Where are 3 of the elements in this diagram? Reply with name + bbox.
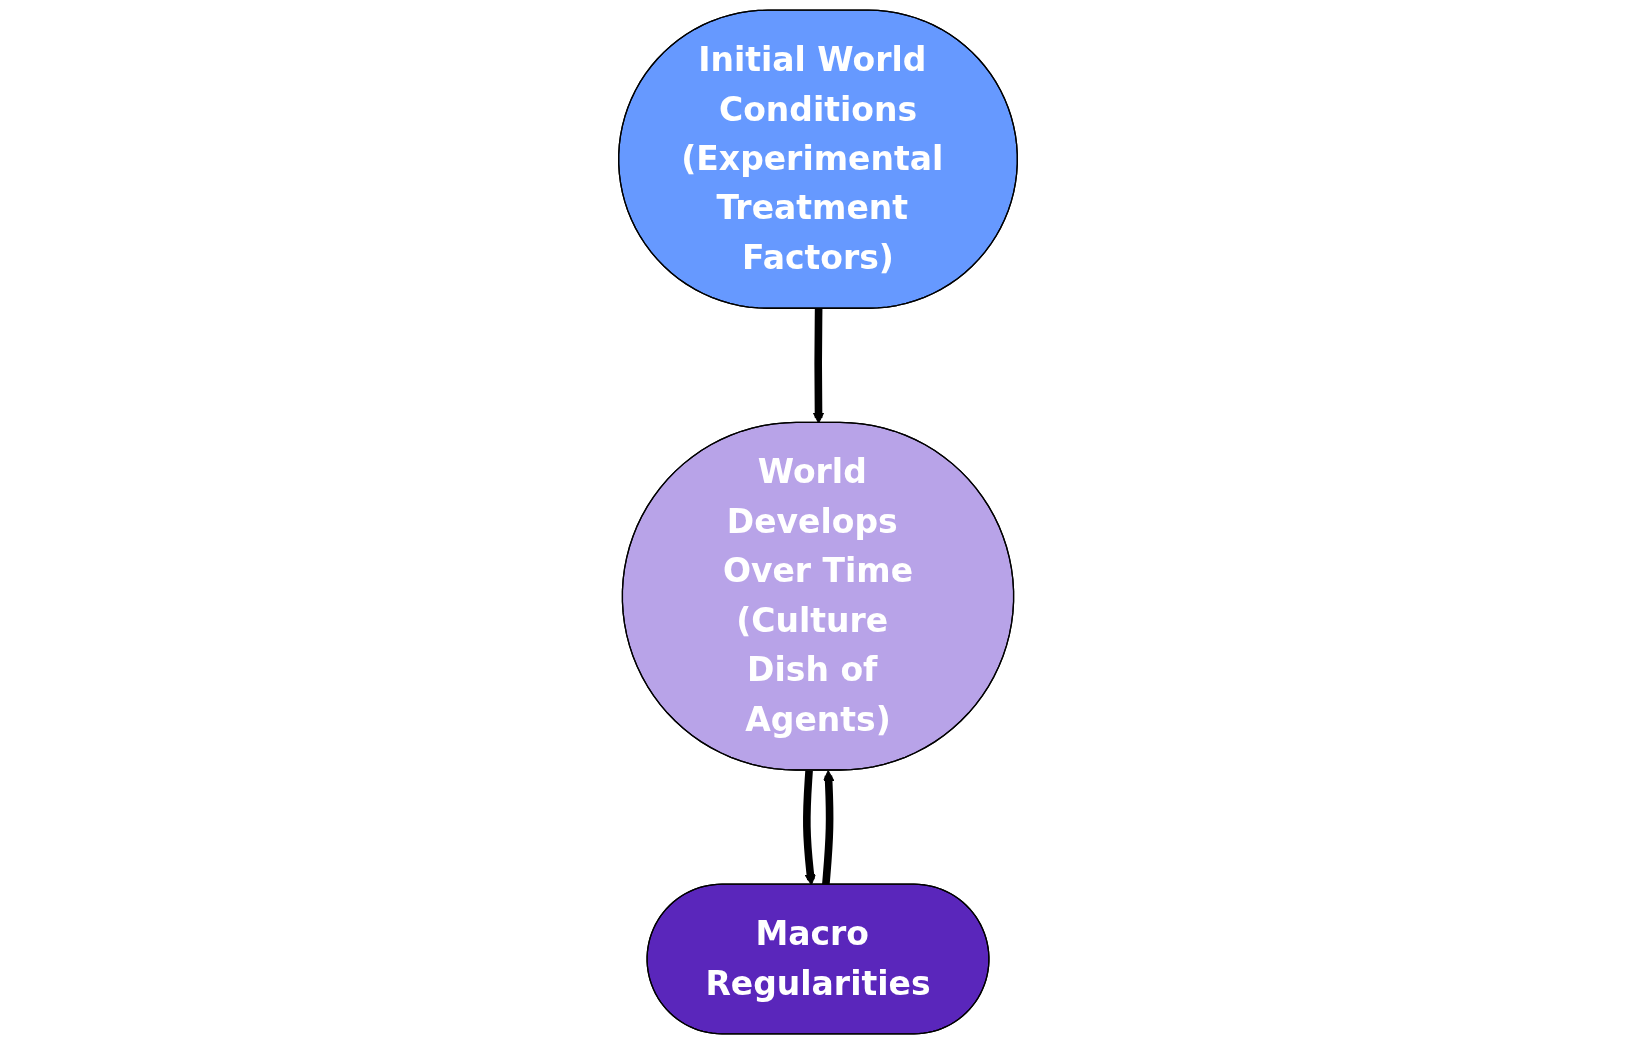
arrow: [812, 308, 825, 424]
arrow: [803, 770, 816, 886]
arrow: [822, 770, 835, 886]
